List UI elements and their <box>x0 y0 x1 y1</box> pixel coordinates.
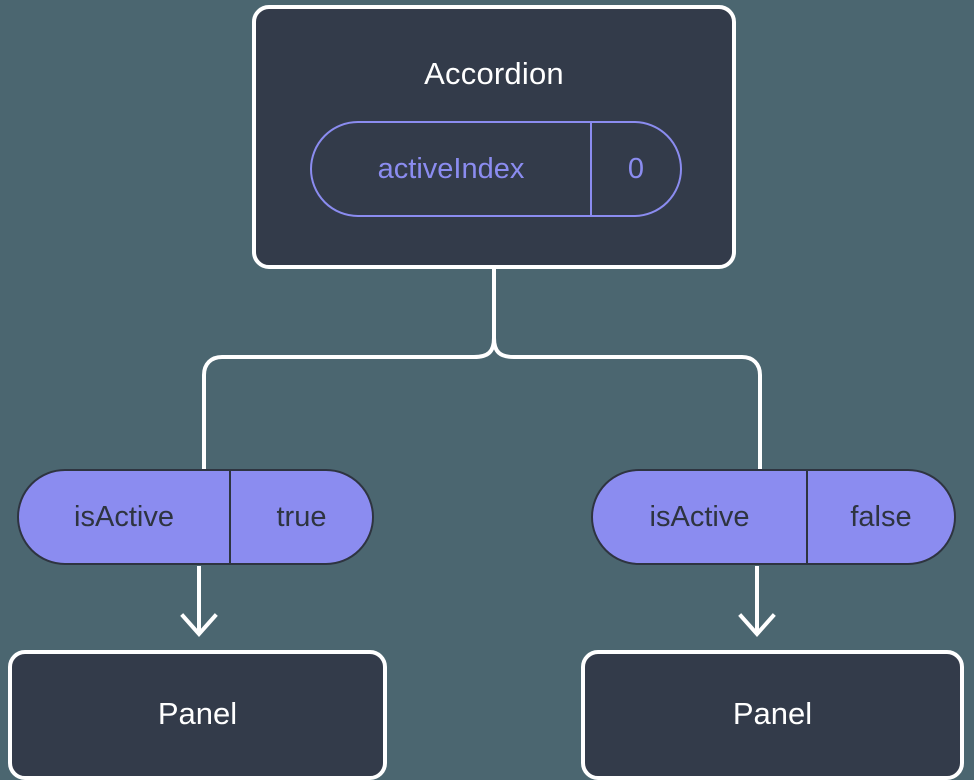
connector-branch-right <box>492 337 762 470</box>
state-key-label: activeIndex <box>312 123 592 215</box>
node-panel-right[interactable]: Panel <box>581 650 964 780</box>
prop-value-label: true <box>276 500 327 533</box>
connector-branch-left <box>202 337 496 470</box>
prop-pill-is-active-true[interactable]: isActive true <box>17 469 374 565</box>
arrow-head-right-icon <box>738 613 776 638</box>
prop-value-label: false <box>850 500 912 533</box>
accordion-title: Accordion <box>424 56 564 91</box>
node-panel-left[interactable]: Panel <box>8 650 387 780</box>
state-pill-active-index[interactable]: activeIndex 0 <box>310 121 682 217</box>
prop-key-label: isActive <box>593 471 808 563</box>
arrow-head-left-icon <box>180 613 218 638</box>
panel-title: Panel <box>732 696 813 731</box>
prop-key-label: isActive <box>19 471 231 563</box>
prop-pill-is-active-false[interactable]: isActive false <box>591 469 956 565</box>
node-accordion[interactable]: Accordion activeIndex 0 <box>252 5 736 269</box>
state-value-label: 0 <box>627 152 645 185</box>
panel-title: Panel <box>157 696 238 731</box>
